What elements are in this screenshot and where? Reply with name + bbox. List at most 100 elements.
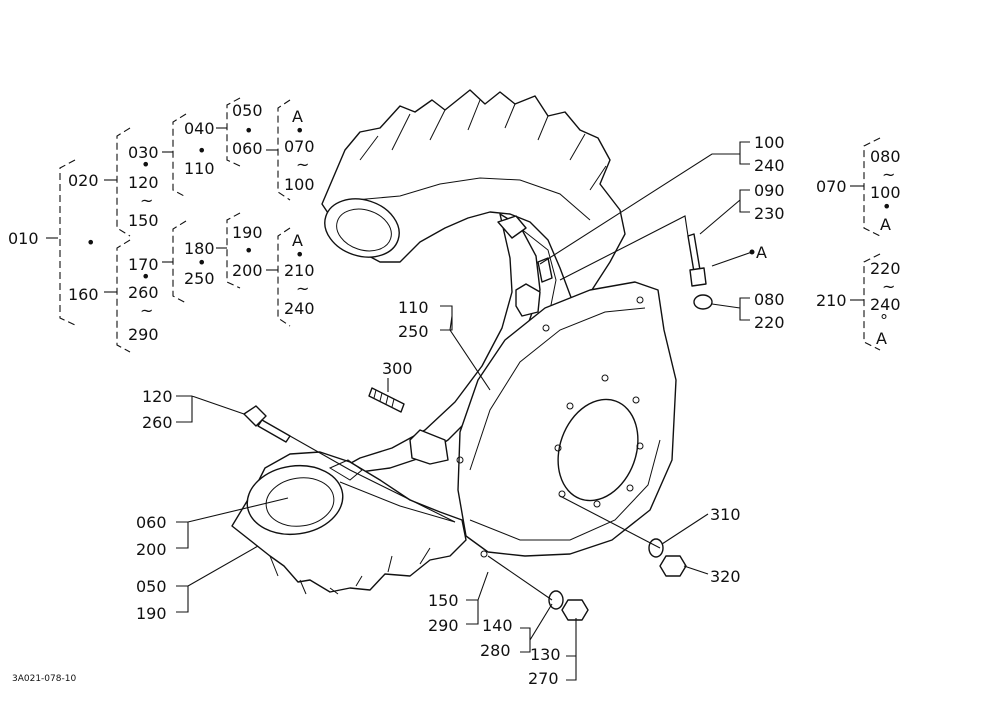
callout-230: 230 [754,204,785,223]
tree-tilde: ~ [140,301,153,320]
callout-150: 150 [428,591,459,610]
tree-tilde: ~ [296,279,309,298]
band-bracket-lower [409,429,449,465]
callout-050: 050 [136,577,167,596]
bracket-r2 [863,253,881,351]
callout-280: 280 [480,641,511,660]
tree-c1-bottom: 110 [184,159,215,178]
tree-dot: • [882,197,891,216]
bracket-d2 [226,212,241,289]
tree-r1-top: 080 [870,147,901,166]
tree-dot: • [141,155,150,174]
tree-dot: • [244,241,253,260]
callout-250: 250 [398,322,429,341]
tire-upper-section [321,89,626,301]
callout-190: 190 [136,604,167,623]
band-clip [497,215,527,239]
hex-bolt [243,405,291,443]
tree-d1-top: 050 [232,101,263,120]
callout-100: 100 [754,133,785,152]
tree-a-top: 020 [68,171,99,190]
callout-220: 220 [754,313,785,332]
bracket-e2 [277,227,291,327]
tree-dot: • [295,245,304,264]
callout-090: 090 [754,181,785,200]
wheel-assembly-drawing [231,89,713,621]
wheel-hub-hole [557,398,639,502]
tree-tilde: ~ [296,155,309,174]
callout-140: 140 [482,616,513,635]
bracket-c1 [172,113,187,198]
tree-b1-mid: 120 [128,173,159,192]
callout-260: 260 [142,413,173,432]
callout-290: 290 [428,616,459,635]
callout-240: 240 [754,156,785,175]
tree-e2-bottom: 240 [284,299,315,318]
callout-120: 120 [142,387,173,406]
tree-r1-root: 070 [816,177,847,196]
callout-320: 320 [710,567,741,586]
tree-r2-root: 210 [816,291,847,310]
bracket-a [59,159,76,326]
callout-060: 060 [136,513,167,532]
tree-dot: • [295,121,304,140]
wheel-disc [457,281,677,557]
tree-dot: • [244,121,253,140]
parts-tree-left: 010 • 020 160 030 • 120 ~ 150 170 • 260 … [8,97,315,353]
tree-c1-top: 040 [184,119,215,138]
tree-root-label: 010 [8,229,39,248]
tree-e1-bottom: 100 [284,175,315,194]
callout-130: 130 [530,645,561,664]
washer-nut-130-140 [548,590,589,621]
tree-ring: ° [880,311,888,330]
tree-tilde: ~ [882,277,895,296]
tree-b1-top: 030 [128,143,159,162]
tree-r1-bottom: A [880,215,891,234]
tree-dot: • [86,233,95,252]
tree-b1-bottom: 150 [128,211,159,230]
washer-nut-310-320 [648,538,687,577]
tree-e1-top: A [292,107,303,126]
tree-tilde: ~ [882,165,895,184]
tree-dot: • [141,267,150,286]
callout-A: A [756,243,767,262]
callout-080: 080 [754,290,785,309]
parts-tree-right: 070 080 ~ 100 • A 210 220 ~ 240 ° A [816,137,901,351]
tree-e2-mid: 210 [284,261,315,280]
callout-200: 200 [136,540,167,559]
tree-r1-mid: 100 [870,183,901,202]
leader-lines [176,141,755,681]
tree-c2-bottom: 250 [184,269,215,288]
tree-b2-top: 170 [128,255,159,274]
callout-labels: 100 240 090 230 A 080 220 110 250 300 12… [136,133,785,688]
bracket-r1 [863,137,881,237]
tree-r2-mid: 240 [870,295,901,314]
valve-cap [693,294,713,310]
callout-110: 110 [398,298,429,317]
bracket-b1 [116,127,131,237]
tree-r2-bottom: A [876,329,887,348]
tree-r2-top: 220 [870,259,901,278]
tree-e2-top: A [292,231,303,250]
tree-e1-mid: 070 [284,137,315,156]
callout-300: 300 [382,359,413,378]
tire-valve [687,233,713,310]
tree-c2-top: 180 [184,239,215,258]
callout-270: 270 [528,669,559,688]
tree-b2-mid: 260 [128,283,159,302]
band-bracket-upper [515,283,541,317]
tree-dot: • [197,141,206,160]
callout-310: 310 [710,505,741,524]
stud-bolt [368,387,405,413]
tree-d2-top: 190 [232,223,263,242]
bracket-c2 [172,220,187,304]
tree-a-bottom: 160 [68,285,99,304]
tree-d2-bottom: 200 [232,261,263,280]
tree-b2-bottom: 290 [128,325,159,344]
drawing-code: 3A021-078-10 [12,674,76,684]
tire-valve-stem [537,257,553,283]
tree-tilde: ~ [140,191,153,210]
tree-dot: • [197,253,206,272]
tree-d1-bottom: 060 [232,139,263,158]
